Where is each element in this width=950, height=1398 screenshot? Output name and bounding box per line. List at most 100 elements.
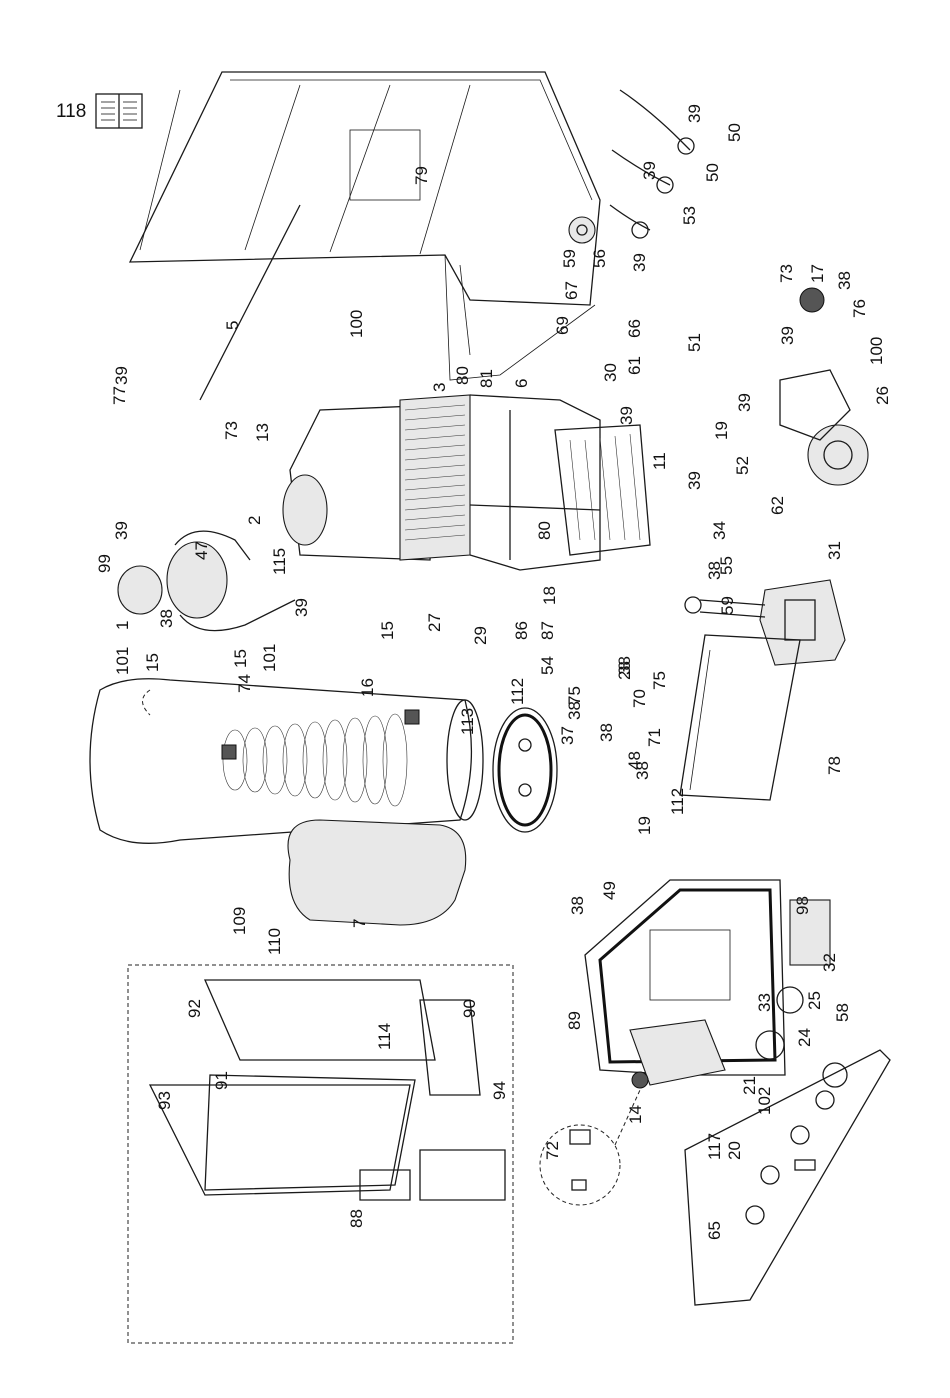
callout-38g: 38	[705, 561, 724, 580]
callout-17: 17	[808, 264, 827, 283]
callout-113: 113	[458, 708, 477, 735]
callout-39j: 39	[778, 326, 797, 345]
callout-66: 66	[625, 319, 644, 338]
callout-75b: 75	[650, 671, 669, 690]
callout-74: 74	[235, 674, 254, 693]
callout-38c: 38	[597, 723, 616, 742]
callout-38h: 38	[835, 271, 854, 290]
cover-panel-78	[679, 634, 801, 801]
callout-18: 18	[540, 586, 559, 605]
callout-32: 32	[820, 953, 839, 972]
callout-19b: 19	[635, 816, 654, 835]
callout-53: 53	[680, 206, 699, 225]
callout-73a: 73	[222, 421, 241, 440]
mounting-plate-79	[349, 129, 421, 201]
callout-25: 25	[805, 991, 824, 1010]
callout-87: 87	[538, 621, 557, 640]
callout-70: 70	[630, 689, 649, 708]
callout-98: 98	[793, 896, 812, 915]
callout-102: 102	[755, 1087, 774, 1115]
callout-38e: 38	[633, 761, 652, 780]
callout-2: 2	[245, 516, 264, 525]
callout-100a: 100	[347, 310, 366, 338]
callout-11: 11	[650, 452, 669, 470]
gauges	[755, 986, 804, 1060]
callout-39c: 39	[292, 598, 311, 617]
callout-110: 110	[265, 928, 284, 955]
callout-77: 77	[110, 386, 129, 405]
expansion-vessel-47	[117, 530, 296, 632]
callout-89: 89	[565, 1011, 584, 1030]
callout-19a: 19	[712, 421, 731, 440]
callout-115: 115	[270, 548, 289, 575]
callout-73b: 73	[777, 264, 796, 283]
callout-26: 26	[873, 386, 892, 405]
burner-11	[554, 424, 651, 556]
pipe-group-top-right	[568, 89, 695, 244]
callout-38b: 38	[565, 701, 584, 720]
callout-67: 67	[562, 281, 581, 300]
casing-panels-group	[127, 964, 514, 1344]
callout-78: 78	[825, 756, 844, 775]
callout-21: 21	[740, 1076, 759, 1095]
callout-3: 3	[430, 383, 449, 392]
callout-15c: 15	[378, 621, 397, 640]
callout-39a: 39	[112, 366, 131, 385]
panel-93	[148, 1084, 411, 1196]
callout-33: 33	[755, 993, 774, 1012]
callout-6: 6	[512, 379, 531, 388]
tank-coil	[222, 713, 408, 807]
callout-58: 58	[833, 1003, 852, 1022]
control-panel-65	[684, 1049, 891, 1306]
callout-15a: 15	[143, 653, 162, 672]
callout-112a: 112	[508, 678, 527, 705]
callout-69: 69	[553, 316, 572, 335]
callout-55: 55	[717, 556, 736, 575]
callout-62: 62	[768, 496, 787, 515]
callout-72: 72	[543, 1141, 562, 1160]
callout-30: 30	[601, 363, 620, 382]
callout-51: 51	[685, 333, 704, 352]
callout-65: 65	[705, 1221, 724, 1240]
callout-39h: 39	[735, 393, 754, 412]
callout-39e: 39	[685, 104, 704, 123]
callout-34: 34	[710, 521, 729, 540]
callout-13: 13	[253, 423, 272, 442]
fins-3	[404, 404, 466, 541]
gas-valve-31	[684, 579, 846, 666]
callout-5: 5	[223, 321, 242, 330]
callout-24: 24	[795, 1028, 814, 1047]
callout-27: 27	[425, 613, 444, 632]
callout-101b: 101	[260, 644, 279, 672]
callout-16: 16	[358, 678, 377, 697]
tank-flange-113	[492, 707, 558, 833]
callout-56: 56	[590, 249, 609, 268]
panel-91	[204, 1074, 416, 1191]
pump-26	[779, 287, 869, 486]
callout-90: 90	[460, 999, 479, 1018]
panel-92	[204, 979, 436, 1061]
callout-31: 31	[825, 541, 844, 560]
callout-1: 1	[113, 621, 132, 630]
callout-75a: 75	[565, 686, 584, 705]
callout-52: 52	[733, 456, 752, 475]
callout-39b: 39	[112, 521, 131, 540]
callout-99: 99	[95, 554, 114, 573]
detail-circle-72	[539, 1089, 641, 1206]
callout-88: 88	[347, 1209, 366, 1228]
callout-49: 49	[600, 881, 619, 900]
callout-71: 71	[645, 728, 664, 747]
control-box-89	[584, 879, 831, 1076]
panel-88	[359, 1169, 411, 1201]
callout-labels: 1 2 3 5 6 7 11 13 14 15 15 15 16 17 18 1…	[95, 104, 892, 1240]
callout-61: 61	[625, 356, 644, 375]
callout-80b: 80	[535, 521, 554, 540]
callout-86: 86	[512, 621, 531, 640]
callout-39i: 39	[685, 471, 704, 490]
callout-38f: 38	[568, 896, 587, 915]
callout-81: 81	[477, 369, 496, 388]
callout-101a: 101	[113, 647, 132, 675]
page-header: 118	[56, 93, 143, 129]
callout-39g: 39	[630, 253, 649, 272]
page-number: 118	[56, 101, 86, 122]
